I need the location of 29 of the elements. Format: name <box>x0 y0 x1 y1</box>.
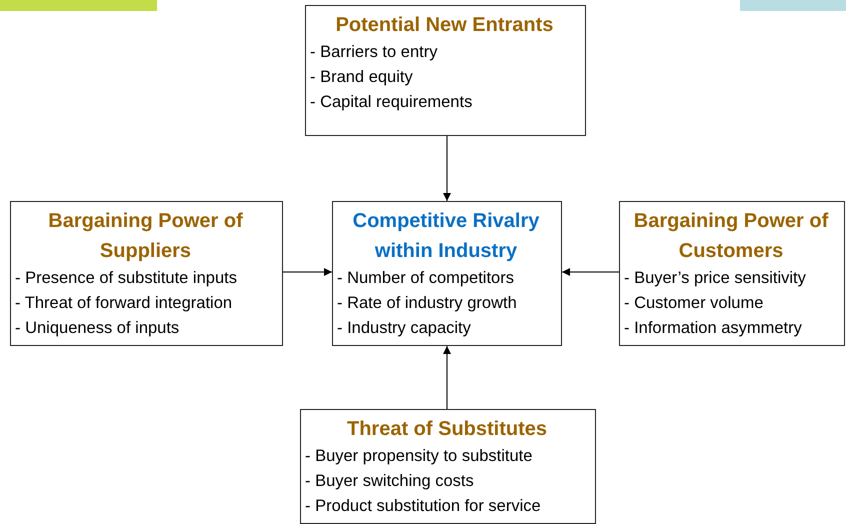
arrow <box>282 268 332 276</box>
force-box <box>619 201 845 346</box>
bullet-text: - Buyer propensity to substitute <box>305 446 532 467</box>
bullet-text: - Uniqueness of inputs <box>15 318 180 339</box>
force-box <box>300 409 596 524</box>
bullet-text: - Information asymmetry <box>624 318 802 339</box>
box-heading: Potential New Entrants <box>336 13 554 38</box>
force-box <box>332 201 562 346</box>
force-box <box>305 5 586 136</box>
bullet-text: - Number of competitors <box>337 268 514 289</box>
bullet-text: - Barriers to entry <box>310 42 438 63</box>
bullet-text: - Buyer switching costs <box>305 471 474 492</box>
bullet-text: - Threat of forward integration <box>15 293 232 314</box>
bullet-text: - Capital requirements <box>310 92 472 113</box>
bullet-text: - Product substitution for service <box>305 496 541 517</box>
box-heading: Bargaining Power of Suppliers <box>47 209 244 264</box>
force-box <box>10 201 283 346</box>
bullet-text: - Customer volume <box>624 293 764 314</box>
bullet-text: - Presence of substitute inputs <box>15 268 237 289</box>
bullet-text: - Buyer’s price sensitivity <box>624 268 806 289</box>
bullet-text: - Industry capacity <box>337 318 471 339</box>
bullet-text: - Rate of industry growth <box>337 293 517 314</box>
box-heading: Bargaining Power of Customers <box>632 209 830 264</box>
arrow <box>562 268 620 276</box>
box-heading: Threat of Substitutes <box>346 417 547 442</box>
arrow <box>443 136 451 202</box>
box-heading: Competitive Rivalry within Industry <box>352 209 540 264</box>
arrow <box>443 346 451 410</box>
bullet-text: - Brand equity <box>310 67 413 88</box>
